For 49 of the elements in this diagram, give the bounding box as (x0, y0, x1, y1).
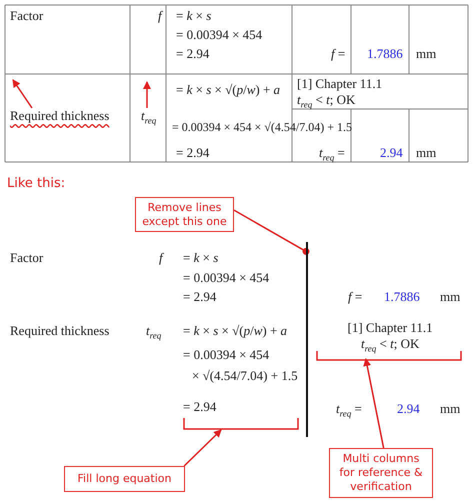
callout-box: Fill long equation (64, 466, 185, 492)
bracket (183, 418, 299, 430)
row-label: Factor (10, 250, 44, 265)
equation-line: = 0.00394 × 454 (176, 27, 262, 42)
equation-line: = 0.00394 × 454 (183, 347, 270, 362)
unit-label: mm (416, 46, 436, 61)
row-label: Factor (10, 8, 44, 23)
math-symbol: f (159, 250, 163, 265)
callout-box: Multi columns for reference & verification (329, 448, 433, 498)
reference-text: [1] Chapter 11.1 (297, 76, 382, 91)
equation-line: = k × s (176, 8, 212, 23)
divider-line (306, 242, 308, 437)
leader-line (234, 210, 310, 255)
equation-line: = 2.94 (183, 289, 216, 304)
result-symbol: f = (348, 289, 362, 304)
check-text: t$_{req}$ < t; OK (361, 336, 420, 356)
leader-line (12, 79, 33, 108)
unit-label: mm (440, 289, 460, 304)
equation-line: = 0.00394 × 454 (183, 270, 270, 285)
leader-line (363, 358, 384, 448)
bracket (316, 349, 462, 359)
result-value: 2.94 (380, 145, 403, 160)
equation-line: = k × s (183, 250, 218, 265)
result-value: 1.7886 (384, 289, 420, 304)
result-symbol: t$_{req}$ = (336, 401, 362, 421)
equation-line: = k × s × √(p/w) + a (183, 323, 288, 338)
result-symbol: t$_{req}$ = (319, 145, 345, 165)
check-text: t$_{req}$ < t; OK (297, 92, 356, 112)
equation-line: = 2.94 (176, 46, 210, 61)
row-label: Required thickness (10, 108, 110, 123)
result-symbol: f = (331, 46, 346, 61)
section-heading: Like this: (7, 176, 66, 191)
leader-line (143, 81, 151, 108)
leader-line (184, 429, 222, 467)
equation-line: = k × s × √(p/w) + a (176, 82, 280, 97)
equation-line: = 0.00394 × 454 × √(4.54/7.04) + 1.5 (172, 120, 352, 135)
equation-line: = 2.94 (183, 399, 216, 414)
equation-line: = 2.94 (176, 145, 210, 160)
result-value: 1.7886 (367, 46, 403, 61)
reference-text: [1] Chapter 11.1 (348, 320, 433, 335)
math-symbol: f (158, 8, 162, 23)
equation-line: × √(4.54/7.04) + 1.5 (192, 368, 298, 383)
math-symbol: t$_{req}$ (146, 323, 162, 343)
callout-box: Remove lines except this one (135, 197, 234, 232)
row-label: Required thickness (10, 323, 110, 338)
result-value: 2.94 (397, 401, 420, 416)
math-symbol: t$_{req}$ (141, 108, 156, 129)
unit-label: mm (416, 145, 436, 160)
unit-label: mm (440, 401, 460, 416)
